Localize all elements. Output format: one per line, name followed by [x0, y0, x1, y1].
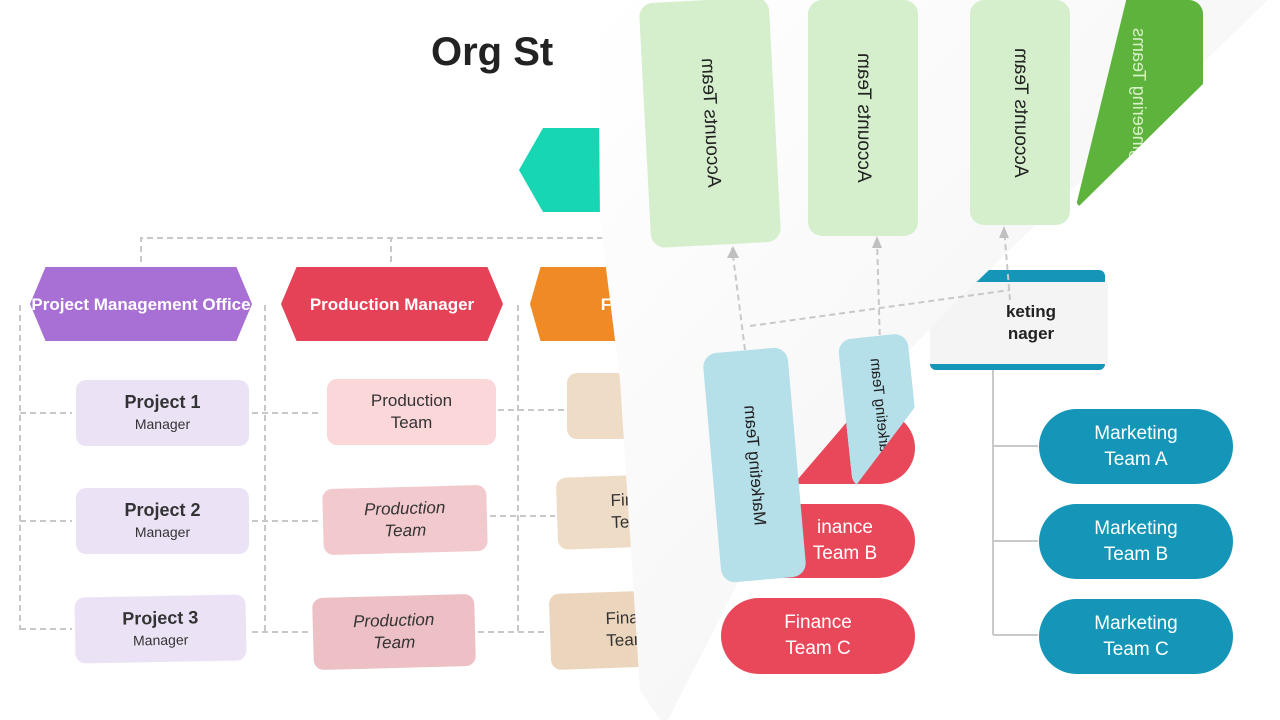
project-card-subtitle: Manager	[134, 524, 191, 540]
project-card-1: Project 1 Manager	[76, 380, 249, 446]
slide-title: Org St	[431, 30, 554, 74]
project-card-2: Project 2 Manager	[76, 488, 249, 554]
marketing-branch-lines	[993, 445, 1038, 636]
flipped-accounts-card-3: Accounts Team	[970, 0, 1070, 225]
flipped-accounts-card-2: Accounts Team	[808, 0, 918, 236]
marketing-manager-header: keting nager	[930, 282, 1108, 364]
marketing-team-pill-a: Marketing Team A	[1039, 409, 1233, 484]
marketing-team-pill-c: Marketing Team C	[1039, 599, 1233, 674]
finance-team-pill-c: Finance Team C	[721, 598, 915, 674]
production-manager-header: Production Manager	[281, 267, 503, 341]
finance-branch-lines	[478, 409, 565, 633]
project-card-subtitle: Manager	[134, 416, 191, 432]
production-branch-lines	[252, 412, 322, 633]
production-team-card-1: Production Team	[327, 379, 496, 445]
project-card-title: Project 1	[124, 392, 201, 412]
pmo-header: Project Management Office	[30, 267, 252, 341]
marketing-team-pill-b: Marketing Team B	[1039, 504, 1233, 579]
pmo-branch-lines	[20, 412, 72, 630]
flipped-card-label: Marketing Team	[740, 404, 770, 526]
top-bus-line	[140, 237, 640, 262]
project-card-title: Project 2	[124, 500, 201, 520]
